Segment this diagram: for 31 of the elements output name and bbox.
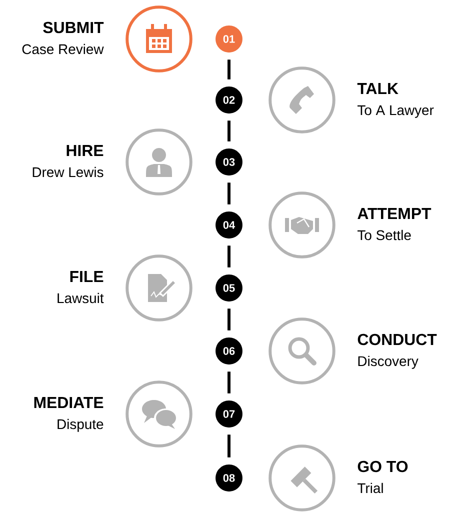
step-heading: TALK bbox=[357, 83, 398, 94]
step-subtitle: Lawsuit bbox=[58, 292, 104, 304]
connector-line bbox=[228, 372, 230, 394]
step-number: 03 bbox=[216, 148, 242, 176]
step-heading: SUBMIT bbox=[43, 22, 104, 34]
step-subtitle: To Settle bbox=[358, 230, 411, 240]
step-heading: FILE bbox=[70, 271, 104, 282]
step-subtitle: Dispute bbox=[58, 418, 104, 432]
step-number: 06 bbox=[216, 338, 242, 364]
connector-line bbox=[228, 60, 230, 80]
step-number: 01 bbox=[216, 26, 242, 52]
step-subtitle: Drew Lewis bbox=[32, 166, 104, 178]
step-subtitle: To A Lawyer bbox=[358, 105, 434, 118]
step-number: 02 bbox=[216, 86, 242, 114]
step-number: 04 bbox=[216, 212, 242, 238]
step-heading: ATTEMPT bbox=[358, 208, 432, 219]
step-subtitle: Trial bbox=[358, 482, 383, 494]
connector-line bbox=[228, 434, 230, 458]
step-heading: MEDIATE bbox=[34, 397, 104, 408]
connector-line bbox=[228, 308, 230, 330]
step-subtitle: Discovery bbox=[358, 356, 418, 369]
step-subtitle: Case Review bbox=[22, 44, 104, 54]
step-heading: HIRE bbox=[66, 145, 104, 156]
step-heading: GO TO bbox=[358, 460, 408, 472]
step-heading: CONDUCT bbox=[358, 334, 437, 346]
connector-line bbox=[228, 120, 230, 142]
step-number: 08 bbox=[216, 464, 242, 492]
step-number: 07 bbox=[216, 400, 242, 428]
connector-line bbox=[228, 246, 230, 268]
step-number: 05 bbox=[216, 274, 242, 302]
connector-line bbox=[228, 182, 230, 204]
